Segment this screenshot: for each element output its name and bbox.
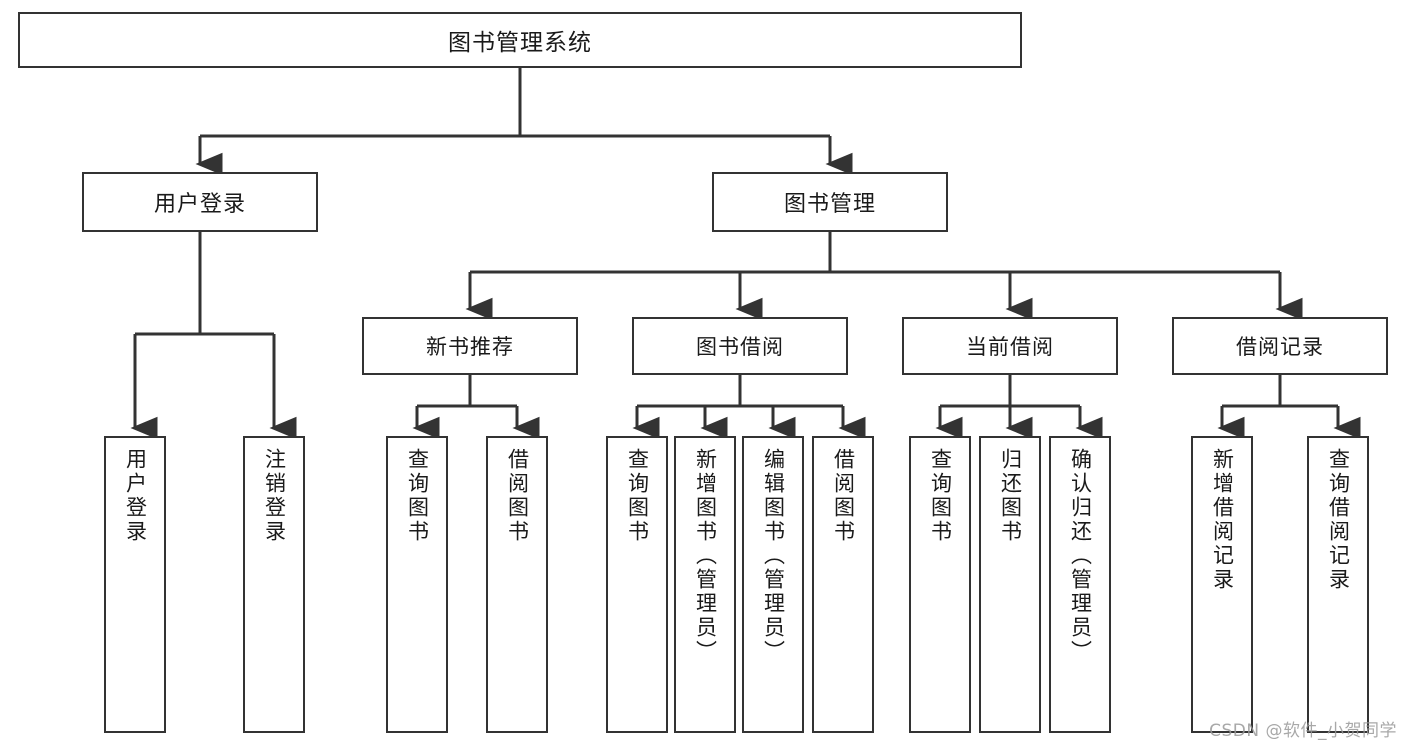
node-current-borrow-label: 当前借阅 bbox=[966, 335, 1054, 359]
leaf-add-book[interactable]: 新增图书（管理员） bbox=[674, 436, 736, 733]
node-user-login[interactable]: 用户登录 bbox=[82, 172, 318, 232]
leaf-query-book-2-label: 查询图书 bbox=[625, 448, 650, 544]
leaf-query-record[interactable]: 查询借阅记录 bbox=[1307, 436, 1369, 733]
leaf-return-book[interactable]: 归还图书 bbox=[979, 436, 1041, 733]
node-new-book-recommend-label: 新书推荐 bbox=[426, 335, 514, 359]
node-root[interactable]: 图书管理系统 bbox=[18, 12, 1022, 68]
leaf-query-book-2[interactable]: 查询图书 bbox=[606, 436, 668, 733]
leaf-add-record-label: 新增借阅记录 bbox=[1210, 448, 1235, 592]
leaf-add-record[interactable]: 新增借阅记录 bbox=[1191, 436, 1253, 733]
leaf-logout[interactable]: 注销登录 bbox=[243, 436, 305, 733]
leaf-confirm-return-label: 确认归还（管理员） bbox=[1068, 448, 1093, 664]
leaf-logout-label: 注销登录 bbox=[262, 448, 287, 544]
leaf-edit-book-label: 编辑图书（管理员） bbox=[761, 448, 786, 664]
leaf-user-login-label: 用户登录 bbox=[123, 448, 148, 544]
node-current-borrow[interactable]: 当前借阅 bbox=[902, 317, 1118, 375]
leaf-query-record-label: 查询借阅记录 bbox=[1326, 448, 1351, 592]
leaf-query-book-1[interactable]: 查询图书 bbox=[386, 436, 448, 733]
leaf-edit-book[interactable]: 编辑图书（管理员） bbox=[742, 436, 804, 733]
leaf-borrow-book-2-label: 借阅图书 bbox=[831, 448, 856, 544]
leaf-add-book-label: 新增图书（管理员） bbox=[693, 448, 718, 664]
leaf-query-book-3-label: 查询图书 bbox=[928, 448, 953, 544]
leaf-borrow-book-2[interactable]: 借阅图书 bbox=[812, 436, 874, 733]
leaf-query-book-3[interactable]: 查询图书 bbox=[909, 436, 971, 733]
leaf-return-book-label: 归还图书 bbox=[998, 448, 1023, 544]
node-book-borrow[interactable]: 图书借阅 bbox=[632, 317, 848, 375]
leaf-borrow-book-1-label: 借阅图书 bbox=[505, 448, 530, 544]
node-book-manage-label: 图书管理 bbox=[783, 192, 876, 217]
node-new-book-recommend[interactable]: 新书推荐 bbox=[362, 317, 578, 375]
leaf-user-login[interactable]: 用户登录 bbox=[104, 436, 166, 733]
node-borrow-record-label: 借阅记录 bbox=[1236, 335, 1324, 359]
node-book-borrow-label: 图书借阅 bbox=[696, 335, 784, 359]
leaf-confirm-return[interactable]: 确认归还（管理员） bbox=[1049, 436, 1111, 733]
leaf-borrow-book-1[interactable]: 借阅图书 bbox=[486, 436, 548, 733]
node-borrow-record[interactable]: 借阅记录 bbox=[1172, 317, 1388, 375]
csdn-watermark: CSDN @软件_小贺同学 bbox=[1209, 721, 1397, 741]
node-user-login-label: 用户登录 bbox=[153, 192, 246, 217]
leaf-query-book-1-label: 查询图书 bbox=[405, 448, 430, 544]
node-root-label: 图书管理系统 bbox=[448, 30, 592, 56]
node-book-manage[interactable]: 图书管理 bbox=[712, 172, 948, 232]
